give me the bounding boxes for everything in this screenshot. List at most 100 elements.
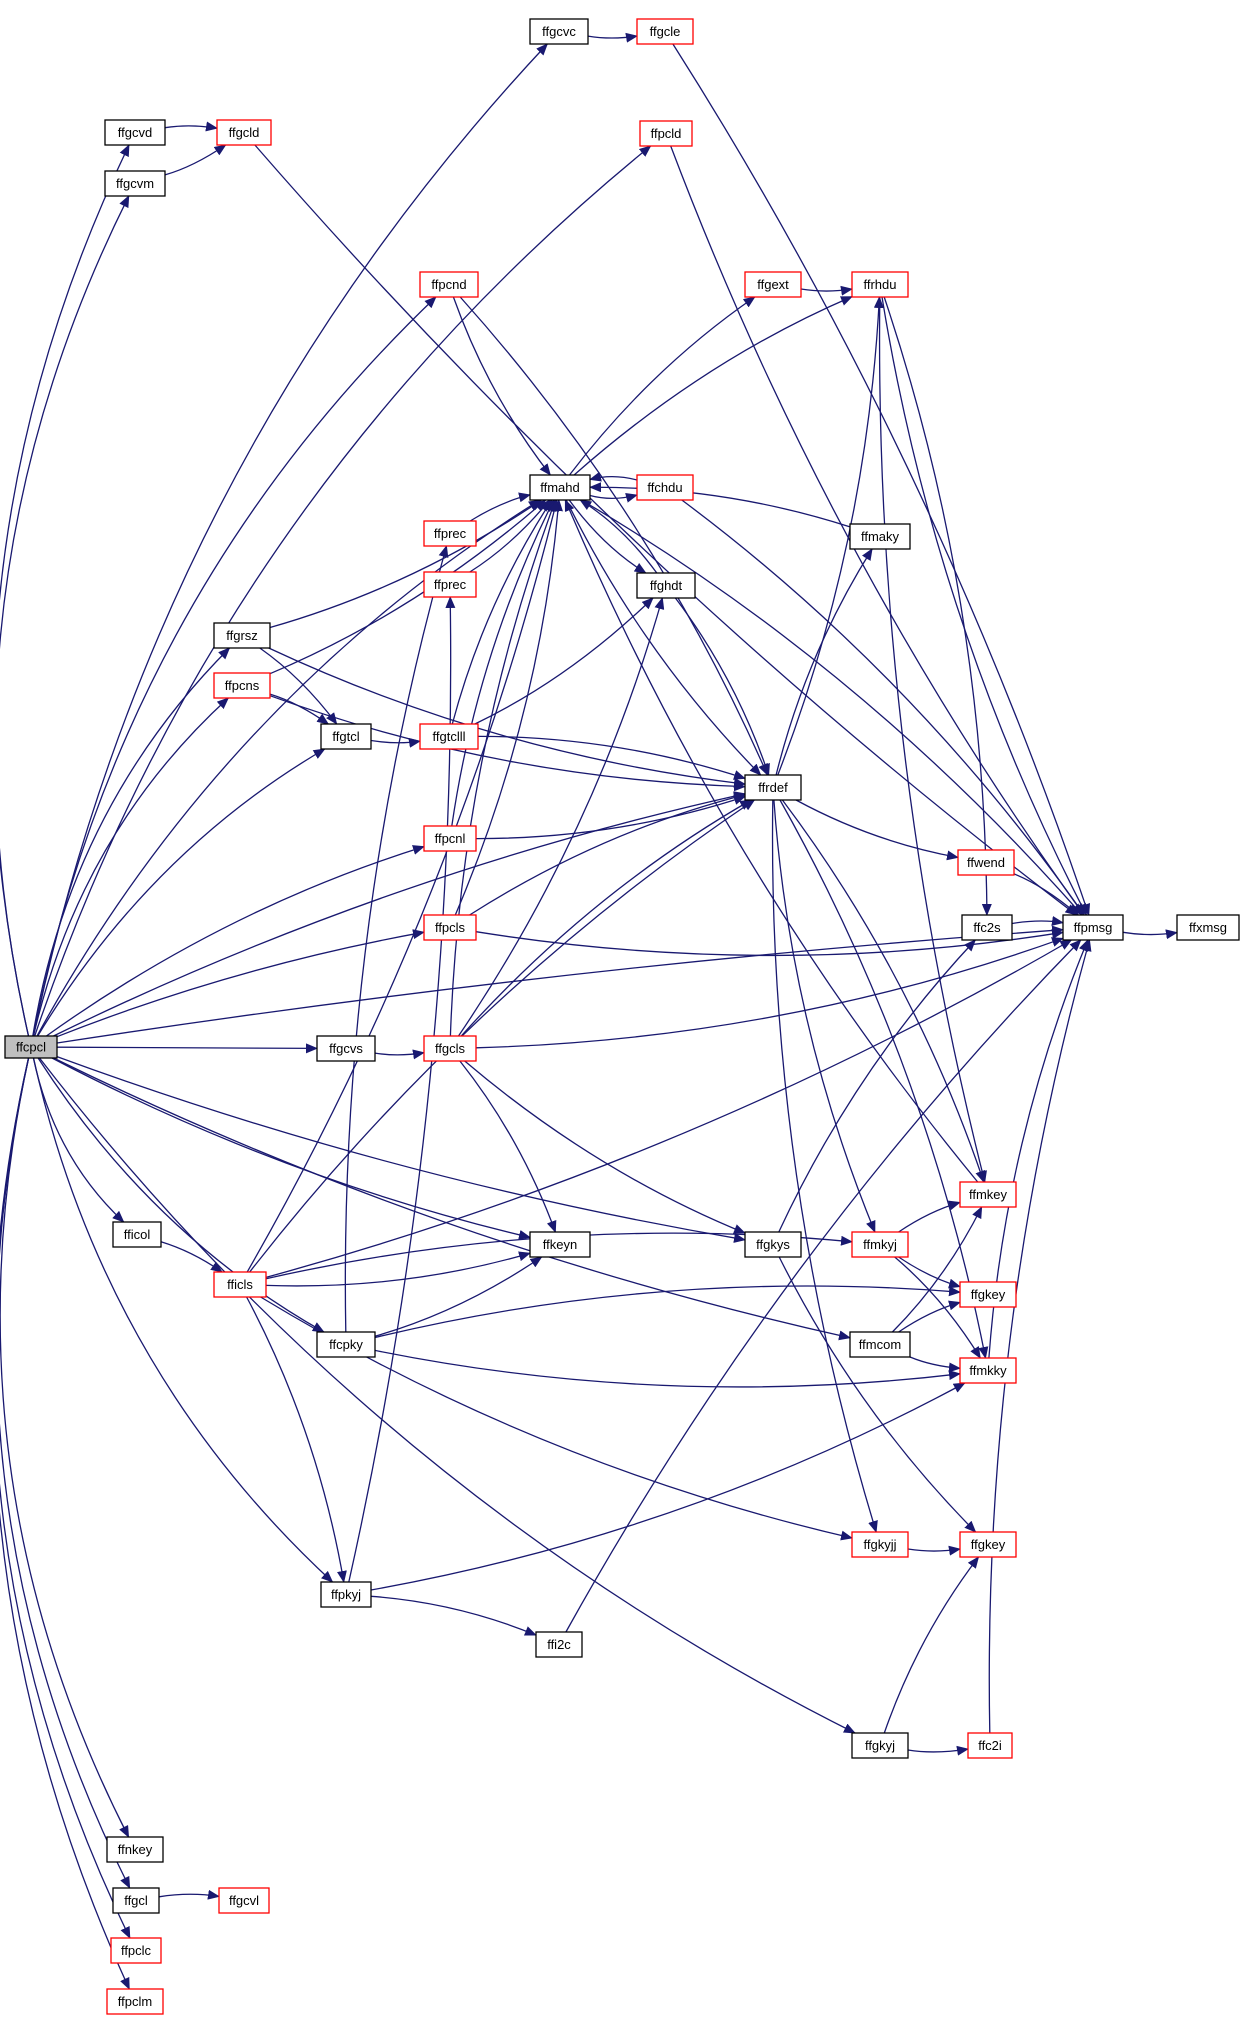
edge-ffgcle-to-ffpmsg bbox=[672, 43, 1091, 916]
node-ffgcvd[interactable]: ffgcvd bbox=[104, 119, 166, 146]
edge-ffpcnl-to-ffrdef bbox=[475, 795, 746, 840]
edge-ffgtclll-to-ffghdt bbox=[474, 597, 654, 725]
edge-ffgcld-to-ffpmsg bbox=[254, 144, 1078, 916]
edge-ffmahd-to-ffrhdu bbox=[573, 296, 853, 476]
edge-ffmkey-to-ffmahd bbox=[564, 499, 979, 1183]
node-label-ffkeyn: ffkeyn bbox=[543, 1237, 577, 1252]
node-ffmkey: ffmkey bbox=[959, 1181, 1017, 1208]
node-ffmahd[interactable]: ffmahd bbox=[529, 474, 591, 501]
edge-ffmkyj-to-ffmkky bbox=[894, 1256, 981, 1359]
node-box-ffc2i bbox=[967, 1732, 1013, 1759]
node-ffprec1: ffprec bbox=[423, 520, 477, 547]
node-label-ffnkey: ffnkey bbox=[118, 1842, 153, 1857]
edge-ffcpcl-to-ffgcvm bbox=[0, 195, 130, 1037]
node-ffmkyj: ffmkyj bbox=[851, 1231, 909, 1258]
node-label-ffc2i: ffc2i bbox=[978, 1738, 1002, 1753]
node-box-ffc2s bbox=[961, 914, 1013, 941]
node-label-ffpcns: ffpcns bbox=[225, 678, 260, 693]
node-ffkeyn[interactable]: ffkeyn bbox=[529, 1231, 591, 1258]
edge-ffpcns-to-ffrdef bbox=[269, 695, 746, 792]
node-label-ffgkyj: ffgkyj bbox=[865, 1738, 895, 1753]
edge-ffgrsz-to-ffmahd bbox=[269, 499, 543, 629]
node-ffpmsg[interactable]: ffpmsg bbox=[1062, 914, 1124, 941]
edge-ffi2c-to-ffpmsg bbox=[565, 939, 1082, 1633]
node-ffrdef[interactable]: ffrdef bbox=[744, 774, 802, 801]
node-ffgtclll: ffgtclll bbox=[419, 723, 479, 750]
edge-ffmcom-to-ffmkey bbox=[891, 1206, 983, 1333]
node-ffgcl[interactable]: ffgcl bbox=[112, 1887, 160, 1914]
node-box-ffpkyj bbox=[320, 1581, 372, 1608]
node-label-ffcpky: ffcpky bbox=[329, 1337, 363, 1352]
edge-ffchdu-to-ffpmsg bbox=[681, 499, 1085, 916]
node-box-ffgkys bbox=[744, 1231, 802, 1258]
edge-ffgtclll-to-ffmahd bbox=[451, 499, 553, 725]
node-label-ffgext: ffgext bbox=[757, 277, 789, 292]
node-box-ffkeyn bbox=[529, 1231, 591, 1258]
node-ffgkyjj: ffgkyjj bbox=[851, 1531, 909, 1558]
edge-ffcpcl-to-ffcpky bbox=[37, 1057, 325, 1333]
edge-ffprec1-to-ffmahd bbox=[469, 492, 531, 522]
edge-ffpcls-to-ffmahd bbox=[454, 499, 563, 916]
node-ffpkyj[interactable]: ffpkyj bbox=[320, 1581, 372, 1608]
edge-ffcpcl-to-ffpcnl bbox=[46, 845, 425, 1037]
node-ffmcom[interactable]: ffmcom bbox=[849, 1331, 911, 1358]
node-ffgkyj[interactable]: ffgkyj bbox=[851, 1732, 909, 1759]
node-ffxmsg[interactable]: ffxmsg bbox=[1176, 914, 1240, 941]
edge-ffgcvs-to-ffgcls bbox=[374, 1049, 425, 1060]
node-ffpcns: ffpcns bbox=[213, 672, 271, 699]
node-ffcpky[interactable]: ffcpky bbox=[316, 1331, 376, 1358]
node-ffgtcl[interactable]: ffgtcl bbox=[320, 723, 372, 750]
node-ffgcvs[interactable]: ffgcvs bbox=[316, 1035, 376, 1062]
node-box-ffgcl bbox=[112, 1887, 160, 1914]
edge-ffrdef-to-ffgkyjj bbox=[771, 799, 878, 1533]
edge-ffgcls-to-ffpmsg bbox=[475, 937, 1064, 1049]
node-label-ffghdt: ffghdt bbox=[650, 578, 683, 593]
node-fficol[interactable]: fficol bbox=[112, 1221, 162, 1248]
edge-ffgrsz-to-ffrdef bbox=[268, 647, 746, 788]
node-box-ffgcls bbox=[423, 1035, 477, 1062]
node-label-ffgcvc: ffgcvc bbox=[542, 24, 576, 39]
node-box-ffwend bbox=[957, 849, 1015, 876]
node-ffc2s[interactable]: ffc2s bbox=[961, 914, 1013, 941]
edge-ffcpcl-to-ffpmsg bbox=[56, 925, 1064, 1044]
edge-ffprec2-to-ffmahd bbox=[469, 499, 551, 573]
node-ffcpcl[interactable]: ffcpcl bbox=[4, 1035, 58, 1059]
edge-ffcpcl-to-ffgcvs bbox=[56, 1043, 318, 1054]
node-ffgcvm[interactable]: ffgcvm bbox=[104, 170, 166, 197]
node-box-ffpcns bbox=[213, 672, 271, 699]
node-ffrhdu: ffrhdu bbox=[851, 271, 909, 298]
node-ffmaky[interactable]: ffmaky bbox=[849, 523, 911, 550]
edge-ffgcls-to-ffgkys bbox=[464, 1060, 746, 1234]
node-label-ffgkey1: ffgkey bbox=[971, 1287, 1006, 1302]
node-label-ffprec2: ffprec bbox=[434, 577, 467, 592]
edge-ffgcl-to-ffgcvl bbox=[158, 1889, 220, 1900]
node-box-ffmaky bbox=[849, 523, 911, 550]
node-ffgrsz[interactable]: ffgrsz bbox=[213, 622, 271, 649]
node-label-ffgrsz: ffgrsz bbox=[226, 628, 258, 643]
node-ffgkys[interactable]: ffgkys bbox=[744, 1231, 802, 1258]
edge-fficls-to-ffpmsg bbox=[265, 939, 1073, 1279]
node-box-ffxmsg bbox=[1176, 914, 1240, 941]
node-label-ffgkys: ffgkys bbox=[756, 1237, 790, 1252]
edge-ffgcvc-to-ffgcle bbox=[587, 32, 638, 43]
node-ffi2c[interactable]: ffi2c bbox=[535, 1631, 583, 1658]
node-label-ffgcl: ffgcl bbox=[124, 1893, 148, 1908]
edge-ffgrsz-to-ffgtcl bbox=[259, 647, 338, 725]
node-label-ffgcle: ffgcle bbox=[650, 24, 681, 39]
node-label-ffmaky: ffmaky bbox=[861, 529, 900, 544]
node-ffnkey[interactable]: ffnkey bbox=[106, 1836, 164, 1863]
node-label-ffpcls: ffpcls bbox=[435, 920, 466, 935]
edge-ffcpcl-to-ffgcvd bbox=[0, 144, 130, 1037]
node-ffgkey2: ffgkey bbox=[959, 1531, 1017, 1558]
node-box-ffnkey bbox=[106, 1836, 164, 1863]
edge-ffmahd-to-ffgext bbox=[568, 296, 756, 476]
node-ffgext: ffgext bbox=[744, 271, 802, 298]
edge-ffgcls-to-ffghdt bbox=[457, 597, 665, 1037]
node-ffgkey1: ffgkey bbox=[959, 1281, 1017, 1308]
edge-ffpcns-to-ffmahd bbox=[269, 499, 547, 675]
node-ffghdt[interactable]: ffghdt bbox=[636, 572, 696, 599]
node-ffpcls: ffpcls bbox=[423, 914, 477, 941]
node-ffwend: ffwend bbox=[957, 849, 1015, 876]
node-ffgcvc[interactable]: ffgcvc bbox=[529, 18, 589, 45]
